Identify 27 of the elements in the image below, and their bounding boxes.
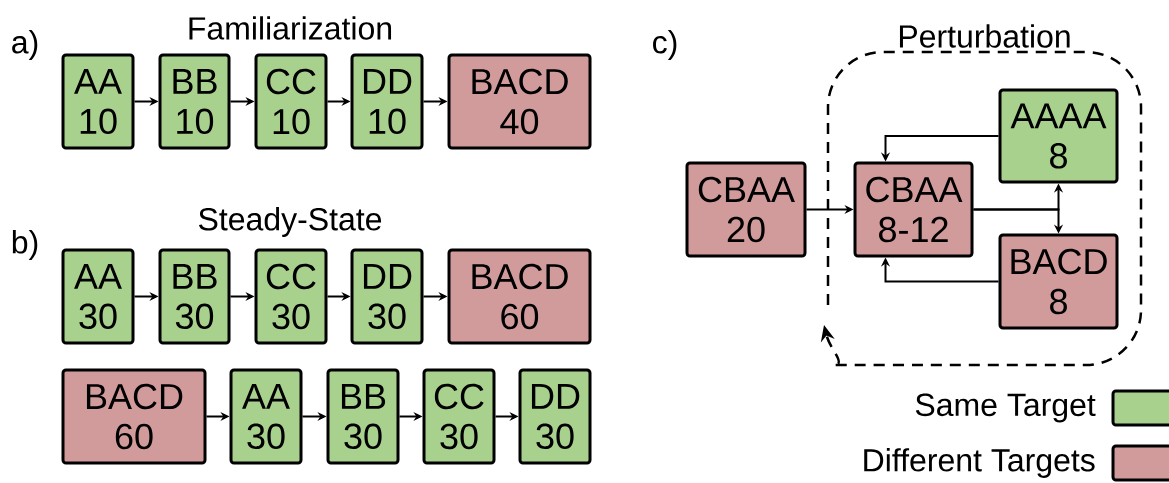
block-box: CC 30 [422,368,496,465]
block-box: DD 30 [350,248,424,345]
block-box: AA 30 [61,248,135,345]
section-title: Familiarization [189,16,392,40]
block-box: BACD 8 [998,233,1119,330]
node-label: Perturbation [899,24,1070,48]
legend-text: Different Targets [864,448,1095,478]
block-box: BB 10 [158,53,231,150]
block-box: AA 30 [229,368,303,465]
panel-label: c) [653,30,677,60]
section-title: Steady-State [198,207,382,237]
block-box: BACD 60 [447,248,592,345]
block-box: CC 30 [254,248,328,345]
block-box: BACD 60 [61,368,207,465]
block-box: DD 10 [350,53,424,150]
legend-text: Same Target [915,393,1096,423]
block-box: BB 30 [158,248,231,345]
block-box: DD 30 [518,368,592,465]
block-box: BACD 40 [447,53,592,150]
panel-label: a) [12,30,38,60]
block-box: AAAA 8 [998,88,1119,184]
block-box: CBAA 20 [685,161,807,258]
block-box: CBAA 8-12 [853,161,974,258]
panel-label: b) [12,230,38,260]
block-box: CC 10 [254,53,328,150]
block-box: BB 30 [326,368,400,465]
block-box: AA 10 [61,53,135,150]
